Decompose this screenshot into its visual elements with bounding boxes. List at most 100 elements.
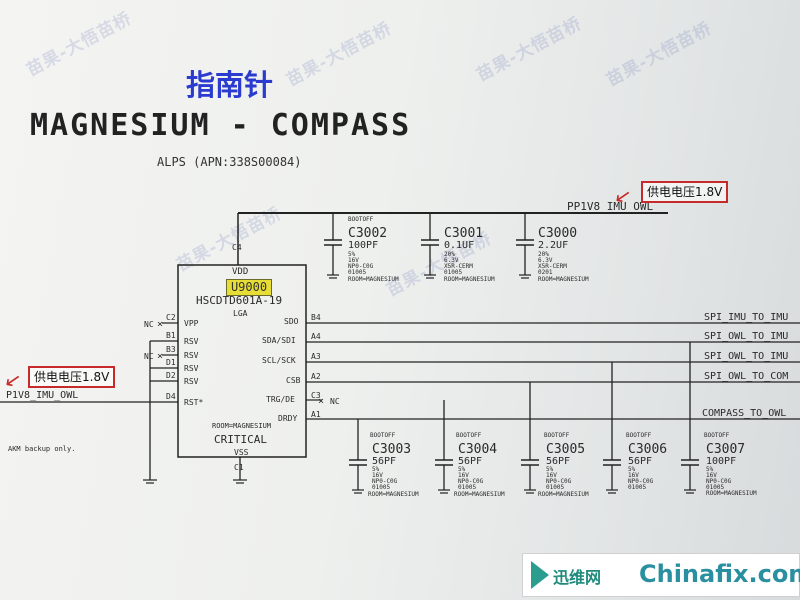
- svg-text:5%: 5%: [348, 251, 356, 258]
- brand-logo: 迅维网 Chinafix.com: [522, 553, 800, 597]
- svg-text:BOOTOFF: BOOTOFF: [456, 432, 482, 439]
- svg-text:C3007: C3007: [706, 442, 745, 457]
- svg-text:01005: 01005: [458, 484, 476, 491]
- svg-text:D4: D4: [166, 392, 176, 401]
- svg-text:TRG/DE: TRG/DE: [266, 395, 295, 404]
- svg-text:16V: 16V: [348, 257, 359, 264]
- svg-text:BOOTOFF: BOOTOFF: [370, 432, 396, 439]
- svg-text:16V: 16V: [458, 472, 469, 479]
- svg-text:×: ×: [157, 319, 163, 330]
- svg-text:0.1UF: 0.1UF: [444, 240, 474, 251]
- svg-text:BOOTOFF: BOOTOFF: [704, 432, 730, 439]
- svg-text:C3006: C3006: [628, 442, 667, 457]
- svg-text:6.3V: 6.3V: [538, 257, 553, 264]
- capacitor-c3003: BOOTOFF C3003 56PF 5% 16V NP0-C0G 01005 …: [349, 419, 419, 498]
- svg-text:×: ×: [318, 396, 324, 407]
- capacitor-c3000: C3000 2.2UF 20% 6.3V X5R-CERM 0201 ROOM=…: [516, 213, 589, 283]
- svg-text:5%: 5%: [458, 466, 466, 473]
- capacitor-c3001: C3001 0.1UF 20% 6.3V X5R-CERM 01005 ROOM…: [421, 213, 495, 283]
- svg-text:X5R-CERM: X5R-CERM: [538, 263, 567, 270]
- svg-text:X5R-CERM: X5R-CERM: [444, 263, 473, 270]
- svg-text:01005: 01005: [444, 269, 462, 276]
- svg-text:56PF: 56PF: [372, 456, 396, 467]
- left-pin-group: C2 VPP NC × B1 RSV B3 RSV NC × D1 RSV D2…: [0, 313, 203, 484]
- svg-text:C3000: C3000: [538, 226, 577, 241]
- svg-text:ROOM=MAGNESIUM: ROOM=MAGNESIUM: [444, 276, 495, 283]
- svg-text:100PF: 100PF: [348, 240, 378, 251]
- svg-text:BOOTOFF: BOOTOFF: [626, 432, 652, 439]
- svg-text:5%: 5%: [628, 466, 636, 473]
- ic-refdes-highlight: U9000: [226, 279, 272, 296]
- svg-text:01005: 01005: [628, 484, 646, 491]
- svg-text:NP0-C0G: NP0-C0G: [628, 478, 654, 485]
- svg-text:C3004: C3004: [458, 442, 497, 457]
- svg-text:C3: C3: [311, 391, 321, 400]
- net-label-drdy: COMPASS_TO_OWL: [702, 408, 786, 419]
- capacitor-c3006: BOOTOFF C3006 56PF 5% 16V NP0-C0G 01005: [603, 362, 667, 494]
- svg-text:NC: NC: [144, 352, 154, 361]
- svg-text:B1: B1: [166, 331, 176, 340]
- svg-text:01005: 01005: [706, 484, 724, 491]
- svg-text:RSV: RSV: [184, 337, 199, 346]
- net-label-csb: SPI_OWL_TO_COM: [704, 371, 788, 382]
- brand-name-cn: 迅维网: [553, 568, 602, 587]
- ic-critical-note: CRITICAL: [214, 433, 267, 446]
- svg-text:NC: NC: [144, 320, 154, 329]
- svg-text:D2: D2: [166, 371, 176, 380]
- capacitor-c3004: BOOTOFF C3004 56PF 5% 16V NP0-C0G 01005 …: [435, 400, 505, 498]
- net-label-power-top: PP1V8_IMU_OWL: [567, 200, 653, 213]
- schematic-title: MAGNESIUM - COMPASS: [30, 108, 412, 143]
- svg-text:A1: A1: [311, 410, 321, 419]
- svg-text:A4: A4: [311, 332, 321, 341]
- svg-text:5%: 5%: [372, 466, 380, 473]
- svg-text:NP0-C0G: NP0-C0G: [348, 263, 374, 270]
- callout-voltage-left: 供电电压1.8V: [28, 366, 116, 388]
- net-label-sdo: SPI_IMU_TO_IMU: [704, 312, 788, 323]
- svg-text:VPP: VPP: [184, 319, 199, 328]
- brand-name-en: Chinafix.com: [639, 560, 800, 588]
- capacitor-c3005: BOOTOFF C3005 56PF 5% 16V NP0-C0G 01005 …: [521, 382, 589, 498]
- svg-text:5%: 5%: [706, 466, 714, 473]
- svg-text:A2: A2: [311, 372, 321, 381]
- svg-text:SDA/SDI: SDA/SDI: [262, 336, 296, 345]
- svg-text:5%: 5%: [546, 466, 554, 473]
- svg-text:NC: NC: [330, 397, 340, 406]
- svg-text:×: ×: [157, 351, 163, 362]
- svg-text:B3: B3: [166, 345, 176, 354]
- ic-pin-vss-label: VSS: [234, 448, 249, 457]
- ic-part-number: HSCDTD601A-19: [196, 294, 282, 307]
- right-pin-group: SDO B4 SDA/SDI A4 SCL/SCK A3 CSB A2 TRG/…: [262, 313, 800, 423]
- capacitor-c3007: BOOTOFF C3007 100PF 5% 16V NP0-C0G 01005…: [681, 342, 757, 497]
- vdd-pin-number: C4: [232, 243, 242, 252]
- svg-text:56PF: 56PF: [628, 456, 652, 467]
- svg-text:D1: D1: [166, 358, 176, 367]
- ic-package: LGA: [233, 309, 248, 318]
- svg-text:RST*: RST*: [184, 398, 203, 407]
- svg-text:01005: 01005: [546, 484, 564, 491]
- svg-text:ROOM=MAGNESIUM: ROOM=MAGNESIUM: [454, 491, 505, 498]
- svg-text:6.3V: 6.3V: [444, 257, 459, 264]
- svg-text:2.2UF: 2.2UF: [538, 240, 568, 251]
- svg-text:ROOM=MAGNESIUM: ROOM=MAGNESIUM: [538, 491, 589, 498]
- capacitor-c3002: BOOTOFF C3002 100PF 5% 16V NP0-C0G 01005…: [324, 213, 399, 283]
- svg-text:SCL/SCK: SCL/SCK: [262, 356, 296, 365]
- ic-body: [177, 264, 307, 458]
- svg-text:16V: 16V: [706, 472, 717, 479]
- svg-text:ROOM=MAGNESIUM: ROOM=MAGNESIUM: [706, 490, 757, 497]
- net-label-scl: SPI_OWL_TO_IMU: [704, 351, 788, 362]
- svg-text:NP0-C0G: NP0-C0G: [458, 478, 484, 485]
- ic-room-note: ROOM=MAGNESIUM: [212, 422, 271, 430]
- vss-pin-number: C1: [234, 463, 244, 472]
- svg-text:0201: 0201: [538, 269, 553, 276]
- net-label-sda: SPI_OWL_TO_IMU: [704, 331, 788, 342]
- svg-text:C3005: C3005: [546, 442, 585, 457]
- svg-text:ROOM=MAGNESIUM: ROOM=MAGNESIUM: [368, 491, 419, 498]
- svg-text:100PF: 100PF: [706, 456, 736, 467]
- svg-text:01005: 01005: [348, 269, 366, 276]
- svg-text:C3001: C3001: [444, 226, 483, 241]
- svg-text:20%: 20%: [538, 251, 549, 258]
- svg-text:56PF: 56PF: [546, 456, 570, 467]
- svg-text:DRDY: DRDY: [278, 414, 297, 423]
